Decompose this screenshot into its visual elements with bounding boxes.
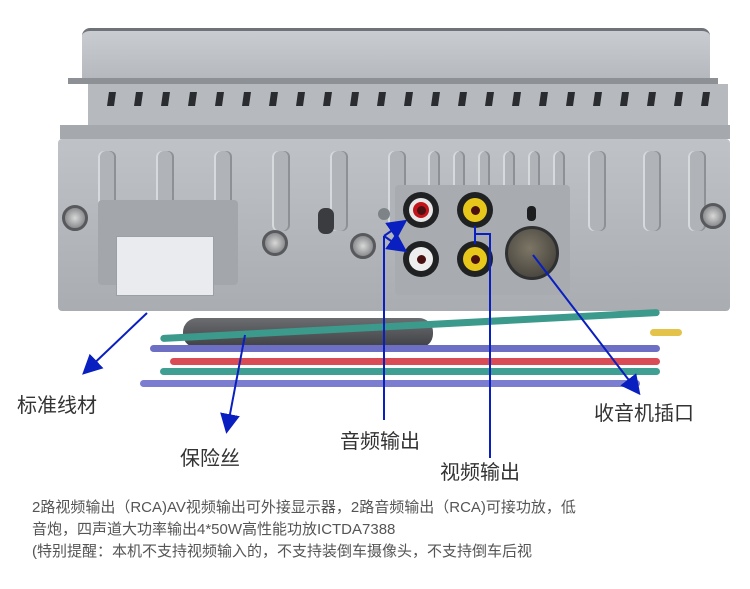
screw-right [700,203,726,229]
led-hole [527,206,536,221]
label-standard-harness: 标准线材 [17,393,97,417]
label-video-output: 视频输出 [440,460,520,484]
rca-video-yellow-2 [457,241,493,277]
radio-antenna-socket [505,226,559,280]
wire-purple [140,380,640,387]
label-radio-socket: 收音机插口 [594,401,694,425]
chassis-ledge [60,125,730,139]
label-audio-output: 音频输出 [340,429,420,453]
label-fuse: 保险丝 [180,446,240,470]
rca-audio-red [403,192,439,228]
vent-row [88,84,728,128]
product-description: 2路视频输出（RCA)AV视频输出可外接显示器，2路音频输出（RCA)可接功放，… [32,497,732,563]
wire-red [170,358,660,365]
description-line-3: (特别提醒：本机不支持视频输入的，不支持装倒车摄像头，不支持倒车后视 [32,543,532,560]
top-cover [82,28,710,81]
switch-slot [318,208,334,234]
iso-connector-plug [116,236,214,296]
screw [262,230,288,256]
description-line-2: 音炮，四声道大功率输出4*50W高性能功放ICTDA7388 [32,521,396,538]
indicator-hole [378,208,390,220]
screw-left [62,205,88,231]
wire-yellow-end [650,329,682,336]
top-cover-edge [68,78,718,84]
wire-teal [160,368,660,375]
rca-video-yellow-1 [457,192,493,228]
rca-audio-white [403,241,439,277]
wire-blue [150,345,660,352]
screw [350,233,376,259]
description-line-1: 2路视频输出（RCA)AV视频输出可外接显示器，2路音频输出（RCA)可接功放，… [32,499,576,516]
